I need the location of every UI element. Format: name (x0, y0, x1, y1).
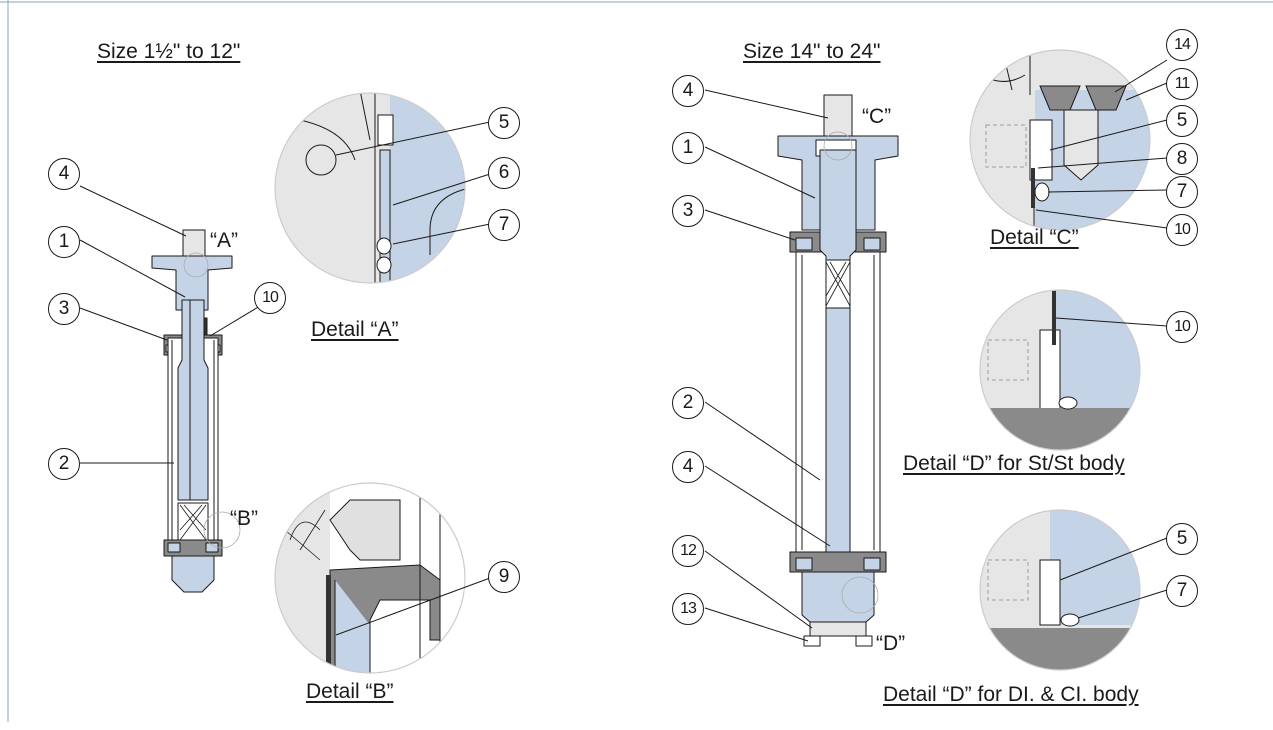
detail-d-stst-caption: Detail “D” for St/St body (903, 452, 1125, 475)
part-balloon-4: 4 (48, 158, 80, 190)
left-size-title: Size 1½" to 12" (97, 40, 241, 63)
part-balloon-3-large: 3 (672, 195, 704, 227)
detail-b-drawing (275, 483, 465, 673)
detail-a-caption: Detail “A” (311, 318, 399, 341)
left-assembly (151, 229, 241, 593)
part-balloon-11: 11 (1166, 68, 1198, 100)
part-balloon-5-c: 5 (1166, 105, 1198, 137)
right-leaders (704, 89, 831, 642)
part-balloon-2: 2 (48, 448, 80, 480)
part-balloon-1-large: 1 (672, 132, 704, 164)
part-balloon-1: 1 (48, 226, 80, 258)
detail-ref-d: “D” (876, 632, 906, 655)
detail-c-drawing (970, 50, 1150, 230)
part-balloon-12: 12 (672, 535, 704, 567)
part-balloon-9: 9 (488, 561, 520, 593)
part-balloon-4-large: 4 (672, 75, 704, 107)
part-balloon-10-c: 10 (1166, 214, 1198, 246)
detail-c-caption: Detail “C” (990, 226, 1079, 249)
part-balloon-3: 3 (48, 293, 80, 325)
detail-ref-a: “A” (210, 229, 238, 252)
part-balloon-4-lower: 4 (672, 451, 704, 483)
detail-ref-c: “C” (862, 105, 892, 128)
detail-b-caption: Detail “B” (306, 680, 394, 703)
part-balloon-14: 14 (1166, 29, 1198, 61)
detail-d-di-ci-drawing (980, 510, 1140, 670)
part-balloon-5-d: 5 (1166, 523, 1198, 555)
part-balloon-13: 13 (672, 593, 704, 625)
part-balloon-8: 8 (1166, 143, 1198, 175)
part-balloon-7-d: 7 (1166, 575, 1198, 607)
right-assembly (777, 94, 899, 647)
part-balloon-10: 10 (254, 282, 286, 314)
part-balloon-10-d: 10 (1166, 311, 1198, 343)
part-balloon-6: 6 (488, 157, 520, 189)
part-balloon-7-c: 7 (1166, 176, 1198, 208)
detail-d-stst-drawing (980, 290, 1140, 450)
part-balloon-2-large: 2 (672, 387, 704, 419)
part-balloon-7: 7 (488, 209, 520, 241)
right-size-title: Size 14" to 24" (743, 40, 881, 63)
part-balloon-5: 5 (488, 107, 520, 139)
detail-d-di-ci-caption: Detail “D” for DI. & CI. body (883, 683, 1139, 706)
detail-ref-b: “B” (230, 507, 258, 530)
